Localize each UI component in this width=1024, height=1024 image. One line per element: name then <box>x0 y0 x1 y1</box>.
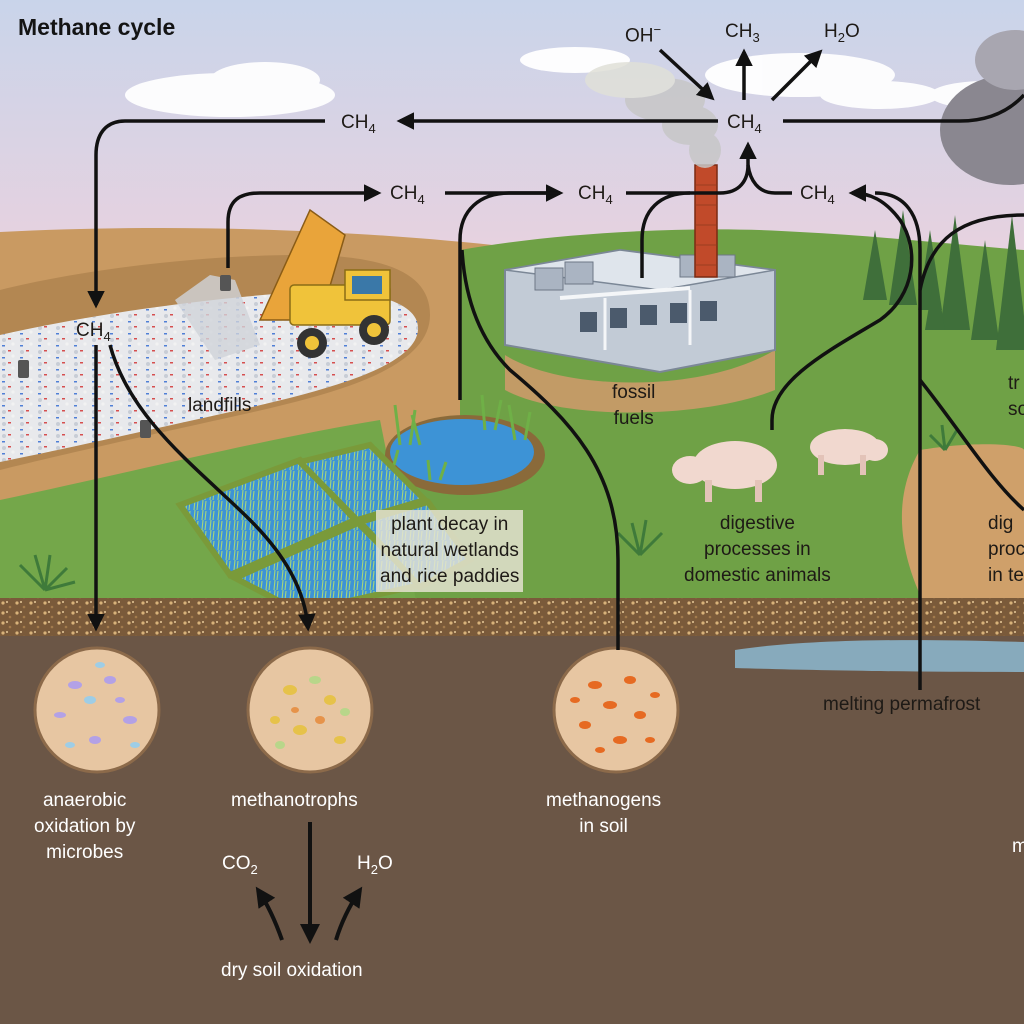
arrow-main-to-right <box>783 93 1024 123</box>
dry-soil-arrows <box>255 822 363 944</box>
smoke-plume <box>585 62 721 168</box>
arrow-methanogens-up <box>460 249 620 650</box>
diagram-title: Methane cycle <box>18 14 176 40</box>
arrow-right-branch <box>918 213 1024 291</box>
formula-ch3: CH3 <box>725 21 760 45</box>
pond <box>372 394 545 495</box>
dump-truck <box>258 208 391 358</box>
microbe-circle-anaerobic <box>33 646 161 774</box>
pigs <box>672 429 888 502</box>
formula-oh: OH− <box>625 22 662 47</box>
soil-pebbles <box>0 598 1024 638</box>
storm-cloud <box>940 30 1024 185</box>
formula-ch4-landfill: CH4 <box>390 183 425 207</box>
label-melting-permafrost: melting permafrost <box>823 694 981 715</box>
microbe-circle-methanotrophs <box>246 646 374 774</box>
dirt-right <box>901 444 1024 615</box>
label-methanotrophs: methanotrophs <box>231 790 358 811</box>
arrow-right-lower <box>918 378 1024 512</box>
label-right-edge: m <box>1012 836 1024 857</box>
arrow-permafrost-up <box>874 191 922 690</box>
arrow-factory-up <box>640 191 691 278</box>
arrow-h2o-out <box>770 49 823 102</box>
formula-h2o-bottom: H2O <box>357 853 393 877</box>
arrow-to-co2 <box>255 886 284 941</box>
formula-ch4-topleft: CH4 <box>341 112 376 136</box>
arrow-pigs-up <box>770 184 914 430</box>
arrow-wetland-up <box>458 191 560 400</box>
arrow-left-down <box>87 119 325 309</box>
arrow-to-h2o <box>334 886 363 941</box>
formula-ch4-left: CH4 <box>76 320 111 344</box>
formula-ch4-animals: CH4 <box>800 183 835 207</box>
arrow-animals-to-main <box>746 164 792 195</box>
flow-arrows <box>87 48 1024 690</box>
label-landfills: landfills <box>188 395 252 416</box>
arrow-landfill-up <box>226 184 382 268</box>
formula-ch4-wetland: CH4 <box>578 183 613 207</box>
sky <box>0 0 1024 260</box>
arrow-to-methanotrophs <box>108 344 316 632</box>
label-dry-soil-oxidation: dry soil oxidation <box>221 960 363 981</box>
bushes <box>18 424 959 592</box>
formula-h2o-top: H2O <box>824 21 860 45</box>
arrow-oh-in <box>658 48 715 101</box>
formula-co2: CO2 <box>222 853 258 877</box>
microbe-circle-methanogens <box>552 646 680 774</box>
formula-ch4-main: CH4 <box>727 112 762 136</box>
